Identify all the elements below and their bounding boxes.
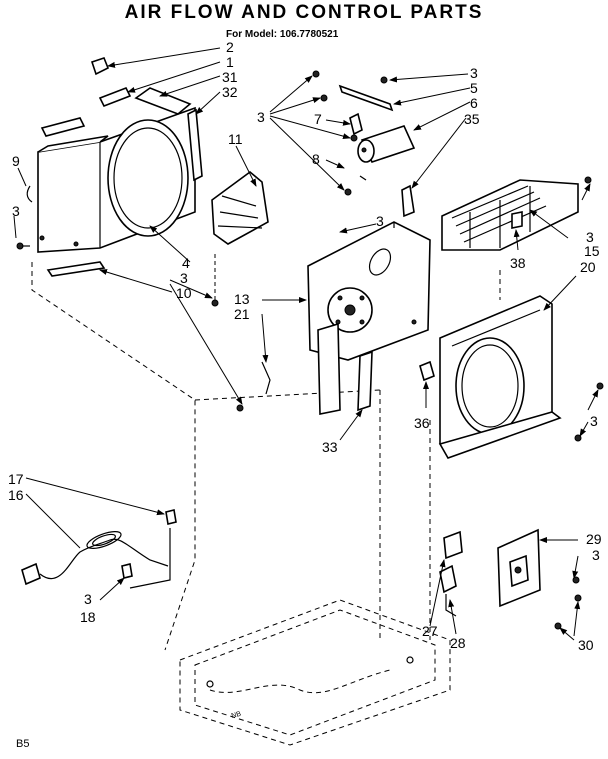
callout-7: 7: [314, 111, 322, 127]
base-pan: NB: [179, 599, 451, 746]
callout-labels: 2 1 31 32 3 3 5 6 35 7 8 11 9 3 4 3 10 1…: [8, 39, 602, 653]
callout-17: 17: [8, 471, 24, 487]
callout-21: 21: [234, 306, 250, 322]
callout-6: 6: [470, 95, 478, 111]
louver-assembly: [211, 170, 269, 307]
callout-3-right: 3: [590, 413, 598, 429]
callout-32: 32: [222, 84, 238, 100]
air-deflector-panel: [37, 106, 196, 253]
callout-3-top-left: 3: [257, 109, 265, 125]
callout-3-left: 3: [12, 203, 20, 219]
foam-strip-1: [98, 86, 132, 108]
callout-2: 2: [226, 39, 234, 55]
small-clip-2: [90, 57, 110, 76]
callout-3-top-right: 3: [470, 65, 478, 81]
callout-3-center: 3: [376, 213, 384, 229]
power-cord: [21, 509, 177, 589]
bracket-33: [357, 350, 373, 412]
callout-11: 11: [228, 131, 243, 147]
callout-10: 10: [176, 285, 192, 301]
top-hardware: [312, 70, 394, 196]
callout-15: 15: [584, 243, 600, 259]
callout-3-mid: 3: [180, 270, 188, 286]
callout-3-grille: 3: [586, 229, 594, 245]
bracket-31: [134, 87, 192, 115]
screw-3-left: [16, 242, 30, 250]
callout-30: 30: [578, 637, 594, 653]
clip-38: [511, 211, 523, 229]
callout-8: 8: [312, 151, 320, 167]
callout-35: 35: [464, 111, 480, 127]
callout-28: 28: [450, 635, 466, 651]
callout-4: 4: [182, 255, 190, 271]
svg-text:NB: NB: [231, 711, 243, 720]
callout-5: 5: [470, 80, 478, 96]
clip-9: [26, 185, 33, 203]
callout-3-cord: 3: [84, 591, 92, 607]
callout-1: 1: [226, 54, 234, 70]
seal-strip-10: [46, 261, 106, 277]
model-number: For Model: 106.7780521: [226, 29, 339, 40]
callout-33: 33: [322, 439, 338, 455]
block-36: [419, 360, 435, 382]
callout-16: 16: [8, 487, 24, 503]
control-panel: [497, 528, 582, 630]
callout-36: 36: [414, 415, 430, 431]
callout-20: 20: [580, 259, 596, 275]
clip-35: [401, 184, 415, 218]
callout-29: 29: [586, 531, 602, 547]
capacitor: [357, 125, 416, 163]
callout-3-control: 3: [592, 547, 600, 563]
diagram-title: AIR FLOW AND CONTROL PARTS: [124, 2, 484, 23]
page-code: B5: [16, 738, 30, 750]
callout-31: 31: [222, 69, 238, 85]
clip-left: [236, 361, 271, 412]
seal-strip-top: [40, 117, 86, 137]
filter-grille: [441, 176, 592, 251]
control-switches: [439, 530, 463, 617]
callout-27: 27: [422, 623, 438, 639]
callout-18: 18: [80, 609, 96, 625]
callout-9: 9: [12, 153, 20, 169]
callout-13: 13: [234, 291, 250, 307]
center-shroud: [307, 221, 431, 415]
callout-38: 38: [510, 255, 526, 271]
leader-lines: [13, 47, 599, 641]
right-panel: [438, 295, 604, 459]
vertical-seal-32: [187, 108, 203, 182]
cabinet-outline: [31, 262, 501, 651]
